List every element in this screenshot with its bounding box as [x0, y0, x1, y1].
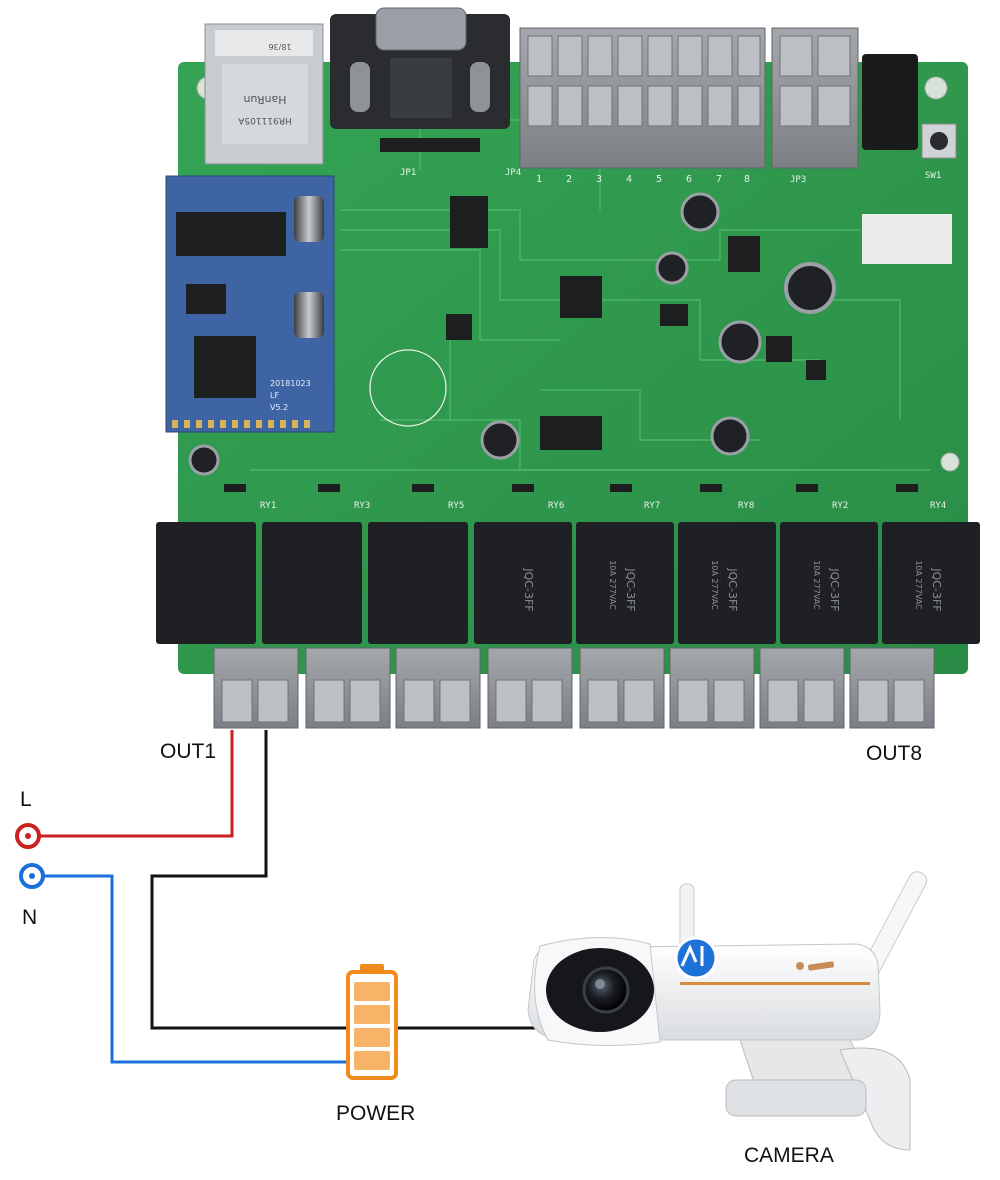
load-wire: [150, 730, 350, 1030]
relay-ids: RY1 RY3 RY5 RY6 RY7 RY8 RY2 RY4: [260, 501, 946, 511]
relay-id: RY5: [448, 501, 464, 511]
ethernet-code: 18/36: [268, 42, 291, 51]
sw1-label: SW1: [925, 171, 941, 181]
power-terminal-block: JP3: [771, 27, 859, 185]
relay-board: HanRun HR911105A 18/36 JP1: [156, 7, 980, 729]
relay: [780, 522, 878, 644]
relay-brand: JQC-3FF: [930, 567, 943, 611]
jp3-label: JP3: [790, 175, 806, 185]
module-lf: LF: [270, 391, 279, 400]
relay-rating: 10A 277VAC: [812, 560, 821, 610]
label-pad: [862, 214, 952, 264]
relay-rating: 10A 277VAC: [710, 560, 719, 610]
pin-label: 8: [744, 174, 750, 185]
relay-brand: JQC-3FF: [522, 567, 535, 611]
pin-label: 4: [626, 174, 632, 185]
network-module: 20181023 LF V5.2: [165, 175, 335, 433]
buzzer-outline: [369, 349, 447, 427]
jp4-label: JP4: [505, 168, 521, 178]
reset-switch: SW1: [921, 123, 957, 181]
out8-label: OUT8: [866, 742, 922, 765]
relay: [678, 522, 776, 644]
camera-lens: [582, 966, 630, 1014]
relay: [156, 522, 256, 644]
pin-label: 6: [686, 174, 692, 185]
pin-label: 2: [566, 174, 572, 185]
relay-id: RY1: [260, 501, 276, 511]
output-terminal: [849, 647, 935, 729]
relay-brand: JQC-3FF: [624, 567, 637, 611]
output-terminal: [487, 647, 573, 729]
relay: [576, 522, 674, 644]
relay: [882, 522, 980, 644]
output-terminals: [213, 647, 935, 729]
dc-jack: [862, 54, 918, 150]
module-version: V5.2: [270, 403, 288, 412]
ethernet-text: HanRun: [243, 93, 286, 106]
mounting-hole: [940, 452, 960, 472]
db9-connector: [330, 7, 510, 129]
relay-id: RY6: [548, 501, 564, 511]
bracket-base: [725, 1079, 867, 1117]
output-terminal: [669, 647, 755, 729]
neutral-terminal-dot: [29, 873, 35, 879]
relay-id: RY2: [832, 501, 848, 511]
output-terminal: [759, 647, 845, 729]
relay-id: RY4: [930, 501, 946, 511]
camera-stripe: [680, 982, 870, 985]
power-label: POWER: [336, 1102, 415, 1125]
ai-badge-icon: [674, 936, 718, 980]
top-terminal-block: 1 2 3 4 5 6 7 8 JP4: [505, 27, 766, 185]
ethernet-jack: HanRun HR911105A 18/36: [204, 23, 324, 165]
relay: [368, 522, 468, 644]
pcb-traces: [250, 119, 930, 471]
battery-icon: [346, 964, 398, 1080]
lens-reflection: [595, 979, 605, 989]
capacitors: [188, 192, 836, 476]
out1-label: OUT1: [160, 740, 216, 763]
relay-rating: 10A 277VAC: [608, 560, 617, 610]
pin-label: 7: [716, 174, 722, 185]
camera-label: CAMERA: [744, 1144, 834, 1167]
relay: [474, 522, 572, 644]
neutral-wire: [42, 874, 350, 1064]
output-terminal: [213, 647, 299, 729]
pcb: [178, 62, 968, 674]
relay-row: JQC-3FF JQC-3FF JQC-3FF JQC-3FF JQC-3FF …: [156, 522, 980, 644]
relay-id: RY7: [644, 501, 660, 511]
relay-brand: JQC-3FF: [828, 567, 841, 611]
ai-badge-glyph: [680, 944, 704, 967]
relay-rating: 10A 277VAC: [914, 560, 923, 610]
jp1-label: JP1: [400, 168, 416, 178]
ethernet-part: HR911105A: [237, 115, 291, 125]
relay-brand: JQC-3FF: [726, 567, 739, 611]
line-wire: [38, 730, 234, 838]
security-camera: [527, 871, 928, 1151]
wall-bracket: [839, 1047, 911, 1151]
relay-id: RY8: [738, 501, 754, 511]
output-terminal: [305, 647, 391, 729]
ic-chips: [446, 196, 826, 450]
neutral-label: N: [22, 906, 37, 929]
line-label: L: [20, 788, 32, 811]
brand-logo-icon: [796, 961, 835, 971]
pin-label: 5: [656, 174, 662, 185]
module-date: 20181023: [270, 379, 311, 388]
output-terminal: [579, 647, 665, 729]
relay-id: RY3: [354, 501, 370, 511]
wires: [38, 730, 552, 1064]
pin-header: JP1: [380, 138, 480, 178]
line-terminal-dot: [25, 833, 31, 839]
output-terminal: [395, 647, 481, 729]
mounting-hole: [924, 76, 948, 100]
relay: [262, 522, 362, 644]
diode-row: [224, 484, 918, 492]
pin-label: 3: [596, 174, 602, 185]
pin-label: 1: [536, 174, 542, 185]
